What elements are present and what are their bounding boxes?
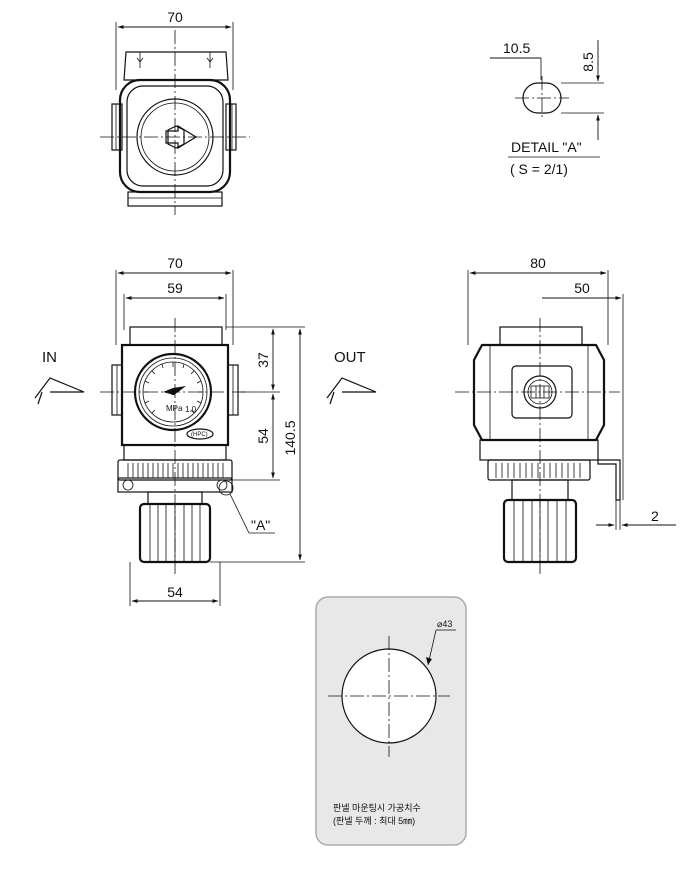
cutout-note-line1: 판넬 마운팅시 가공치수 [333,802,421,813]
front-width-knob: 54 [167,584,183,600]
front-height-total: 140.5 [282,420,298,455]
detail-a-view: 10.5 8.5 DETAIL "A" ( S = 2/1) [490,40,604,177]
top-view: 70 [100,9,250,215]
detail-a-title: DETAIL "A" [511,139,582,155]
side-width-outer: 80 [530,255,546,271]
in-label: IN [42,349,57,366]
front-height-mid: 54 [255,428,271,444]
front-height-upper: 37 [255,352,271,368]
detail-a-scale: ( S = 2/1) [510,161,568,177]
gauge-max: 1.0 [185,405,197,414]
cutout-diameter: ⌀43 [437,619,452,629]
front-width-inner: 59 [167,280,183,296]
front-view: 70 59 [34,255,377,606]
detail-a-callout: "A" [251,517,270,533]
out-label: OUT [334,349,366,366]
top-width-dim: 70 [167,9,183,25]
cutout-note-line2: (판넬 두께 : 최대 5㎜) [333,815,415,826]
detail-a-dim-v: 8.5 [580,52,596,72]
side-view: 80 50 [455,255,676,575]
side-width-partial: 50 [574,280,590,296]
detail-a-dim-h: 10.5 [503,40,530,56]
front-width-outer: 70 [167,255,183,271]
panel-cutout-card: ⌀43 판넬 마운팅시 가공치수 (판넬 두께 : 최대 5㎜) [315,596,467,846]
side-thickness: 2 [651,508,659,524]
gauge-unit: MPa [166,404,183,413]
brand-mark: (HPC) [191,432,208,438]
